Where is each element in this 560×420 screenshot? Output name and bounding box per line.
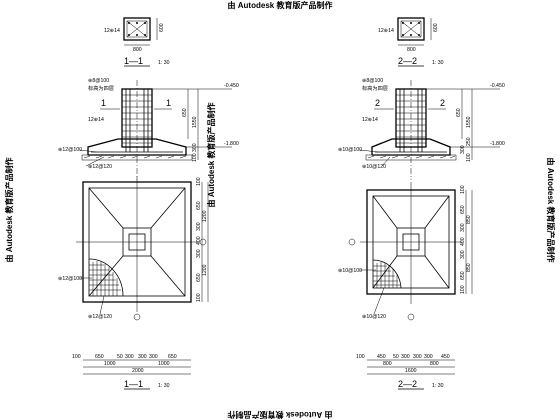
right-dim-100: 100: [356, 354, 365, 360]
left-dim-100: 100: [72, 354, 81, 360]
right-foundation-plan: ⊕10@100 ⊕10@120 100 650 300 400 300 850 …: [338, 182, 473, 390]
watermark-bottom: 由 Autodesk 教育版产品制作: [228, 410, 333, 420]
right-plan-v6: 650: [460, 271, 466, 280]
right-plan-v1: 650: [460, 205, 466, 214]
watermark-top: 由 Autodesk 教育版产品制作: [228, 0, 333, 10]
left-h-100: 100: [192, 153, 198, 162]
left-dims1-5: 650: [168, 354, 177, 360]
left-mesh-b: ⊕12@120: [88, 314, 112, 320]
right-h-650: 650: [456, 108, 462, 117]
left-dims2-0: 1000: [104, 361, 116, 367]
left-col-width: 800: [133, 47, 142, 53]
left-elev-top: -0.450: [224, 83, 239, 89]
right-sec-bot: 2—2: [398, 379, 417, 389]
left-plan-v2: 300: [196, 222, 202, 231]
left-plan-v0: 100: [196, 177, 202, 186]
right-sec-top-scale: 1: 30: [432, 60, 444, 66]
left-sec-top: 1—1: [124, 56, 143, 66]
right-column-section: 12⊕14 800 600 2—2 1: 30: [378, 17, 444, 67]
left-h-650: 650: [182, 108, 188, 117]
left-sec-top-scale: 1: 30: [158, 60, 170, 66]
left-plan-v7: 1200: [202, 264, 208, 276]
right-plan-v2: 300: [460, 223, 466, 232]
right-plan-v7: 850: [466, 263, 472, 272]
right-col-bars: 12⊕14: [362, 117, 378, 123]
left-sec-bot-scale: 1: 30: [158, 383, 170, 389]
right-mesh-a: ⊕10@100: [338, 268, 362, 274]
left-dims1-1: 50: [117, 354, 123, 360]
right-h-300: 300: [460, 145, 466, 154]
left-note: 标高为四层: [88, 84, 114, 92]
right-plan-v3: 400: [460, 237, 466, 246]
right-dims1-2: 300: [401, 354, 410, 360]
right-col-label: 12⊕14: [378, 28, 394, 34]
left-bars-b: ⊕12@120: [88, 164, 112, 170]
left-plan-v4: 300: [196, 249, 202, 258]
right-plan-v4: 300: [460, 250, 466, 259]
left-sec-bot: 1—1: [124, 379, 143, 389]
left-mesh-a: ⊕12@100: [58, 276, 82, 282]
left-col-bars: 12⊕14: [88, 117, 104, 123]
left-dims1-0: 650: [95, 354, 104, 360]
right-elev-bot: -1.800: [490, 141, 505, 147]
left-detail: 12⊕14 800 600 1—1 1: 30: [58, 17, 239, 390]
left-plan-v5: 1200: [202, 210, 208, 222]
left-elev-bot: -1.800: [224, 141, 239, 147]
right-dims2-0: 800: [383, 361, 392, 367]
left-dims1-2: 300: [125, 354, 134, 360]
watermark-right: 由 Autodesk 教育版产品制作: [546, 158, 556, 263]
left-column-section: 12⊕14 800 600 1—1 1: 30: [104, 17, 170, 67]
left-plan-v8: 100: [196, 293, 202, 302]
right-col-width: 800: [407, 47, 416, 53]
left-col-depth: 600: [159, 23, 165, 32]
left-cut-right: 1: [166, 98, 171, 108]
left-dims1-4: 300: [149, 354, 158, 360]
right-col-depth: 600: [433, 23, 439, 32]
right-plan-v8: 100: [460, 285, 466, 294]
right-dims1-3: 300: [413, 354, 422, 360]
left-bars-a: ⊕12@100: [58, 147, 82, 153]
right-foundation-elevation: 2 2 ⊕8@100 标高为四层 12⊕14 -0.450 -1.800 650…: [338, 78, 505, 180]
right-dims1-1: 50: [393, 354, 399, 360]
left-dims2-1: 1000: [158, 361, 170, 367]
watermark-center: 由 Autodesk 教育版产品制作: [206, 103, 216, 208]
left-stirrup: ⊕8@100: [88, 78, 109, 84]
left-col-label: 12⊕14: [104, 28, 120, 34]
right-cut-left: 2: [375, 98, 380, 108]
right-plan-v5: 850: [466, 215, 472, 224]
right-dims2-1: 800: [430, 361, 439, 367]
left-h-1550: 1550: [192, 116, 198, 128]
right-sec-bot-scale: 1: 30: [432, 383, 444, 389]
left-plan-v6: 650: [196, 273, 202, 282]
right-elev-top: -0.450: [490, 83, 505, 89]
right-dims1-0: 450: [377, 354, 386, 360]
left-dims1-3: 300: [138, 354, 147, 360]
left-h-300: 300: [192, 143, 198, 152]
right-detail: 12⊕14 800 600 2—2 1: 30: [338, 17, 505, 390]
right-h-250: 250: [466, 137, 472, 146]
right-note: 标高为四层: [362, 84, 388, 92]
left-foundation-elevation: 1 1 ⊕8@100 标高为四层 12⊕14 -0.450 -1.800 650…: [58, 78, 239, 180]
right-dims1-5: 450: [441, 354, 450, 360]
left-plan-v1: 650: [196, 201, 202, 210]
right-cut-right: 2: [440, 98, 445, 108]
right-h-100: 100: [466, 153, 472, 162]
watermark-left: 由 Autodesk 教育版产品制作: [4, 158, 14, 263]
left-cut-left: 1: [101, 98, 106, 108]
right-bars-b: ⊕10@120: [362, 164, 386, 170]
right-stirrup: ⊕8@100: [362, 78, 383, 84]
right-mesh-b: ⊕10@120: [362, 314, 386, 320]
right-dims3: 1600: [405, 368, 417, 374]
left-plan-v3: 400: [196, 236, 202, 245]
right-bars-a: ⊕10@100: [338, 147, 362, 153]
right-plan-v0: 100: [460, 185, 466, 194]
left-foundation-plan: ⊕12@100 ⊕12@120 100 650 300 400 300 1200…: [58, 176, 209, 390]
right-dims1-4: 300: [424, 354, 433, 360]
left-dims3: 2000: [132, 368, 144, 374]
right-sec-top: 2—2: [398, 56, 417, 66]
right-h-1550: 1550: [466, 116, 472, 128]
